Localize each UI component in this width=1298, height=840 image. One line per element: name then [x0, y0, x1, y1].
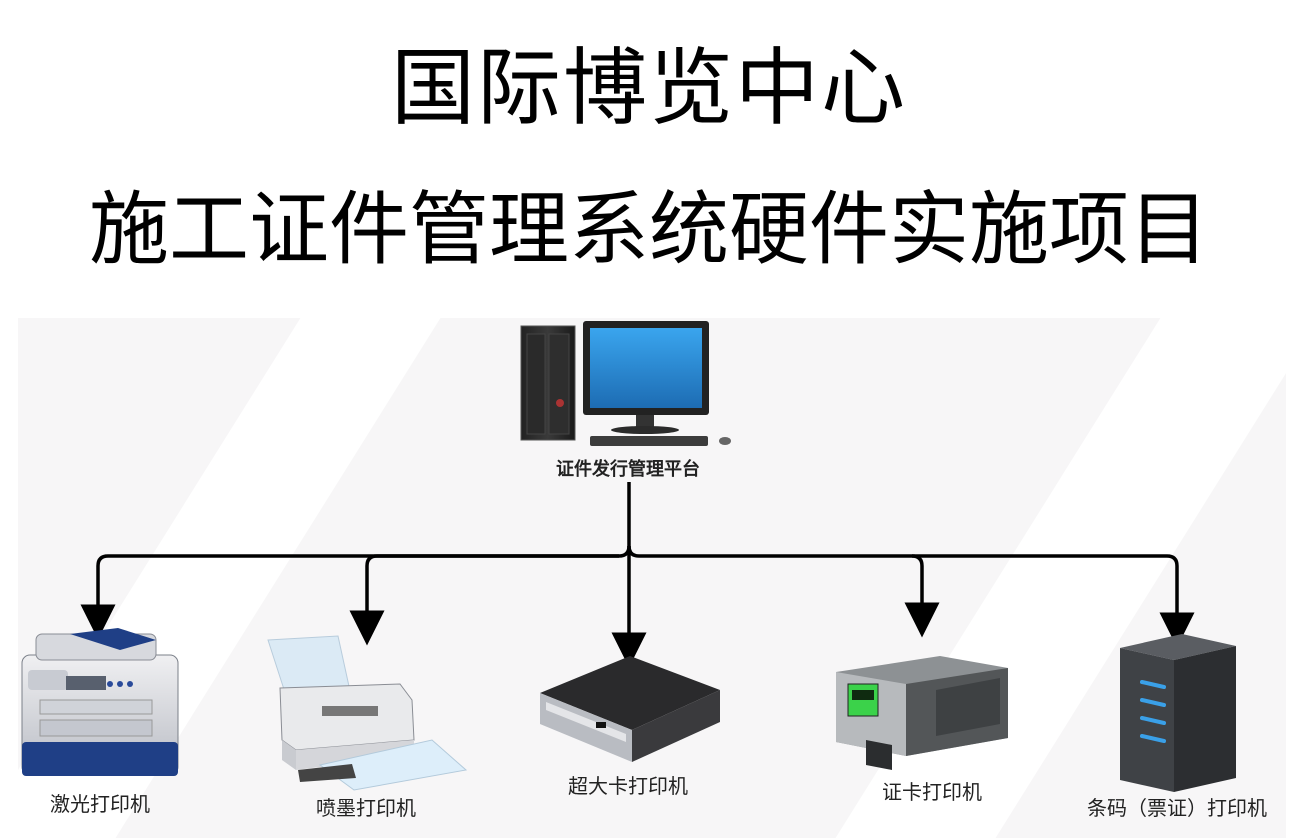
- device-label-barcode: 条码（票证）打印机: [1087, 796, 1267, 820]
- connector-lines: [80, 482, 1195, 668]
- oversize-card-printer-icon: [540, 656, 720, 762]
- inkjet-printer-icon: [267, 635, 468, 791]
- barcode-printer-icon: [1120, 634, 1236, 792]
- device-label-card: 证卡打印机: [882, 780, 982, 804]
- platform-label: 证件发行管理平台: [556, 459, 700, 480]
- device-label-oversize: 超大卡打印机: [568, 774, 688, 798]
- desktop-computer-icon: [520, 321, 731, 446]
- device-label-laser: 激光打印机: [50, 792, 150, 816]
- laser-printer-icon: [21, 628, 179, 776]
- page-title-line-1: 国际博览中心: [390, 39, 907, 137]
- device-label-inkjet: 喷墨打印机: [316, 796, 416, 820]
- card-printer-icon: [836, 656, 1008, 770]
- page-title-line-2: 施工证件管理系统硬件实施项目: [89, 183, 1209, 276]
